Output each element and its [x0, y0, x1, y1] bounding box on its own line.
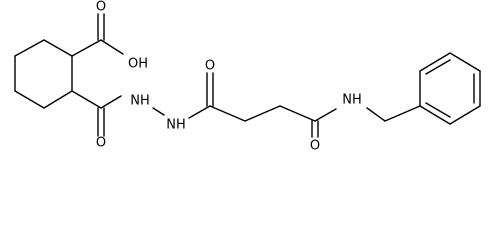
benzyl-methylene [366, 105, 421, 122]
ketone-oxygen-label: O [205, 59, 215, 74]
cyclohexane-ring [14, 39, 73, 109]
hydrazide-linkage: NH NH [130, 94, 211, 133]
benzene-ring [419, 52, 481, 125]
amide-carbonyl-oxygen-label: O [96, 136, 106, 151]
benzyl-nh-label: NH [342, 93, 362, 108]
hydroxyl-label: OH [128, 57, 148, 72]
ring-amide-carbonyl: O [71, 90, 122, 151]
chain-amide-carbonyl: O NH [310, 93, 362, 154]
acid-carbonyl-oxygen-label: O [96, 0, 106, 15]
succinyl-chain [209, 105, 316, 122]
hydrazide-carbonyl: O [205, 59, 215, 107]
hydrazide-nh-label-b: NH [166, 118, 186, 133]
carboxylic-acid-group: O OH [71, 0, 148, 72]
chain-amide-oxygen-label: O [310, 139, 320, 154]
hydrazide-nh-label-a: NH [130, 94, 150, 109]
chemical-structure-diagram: O OH O NH NH O O NH [14, 0, 481, 154]
